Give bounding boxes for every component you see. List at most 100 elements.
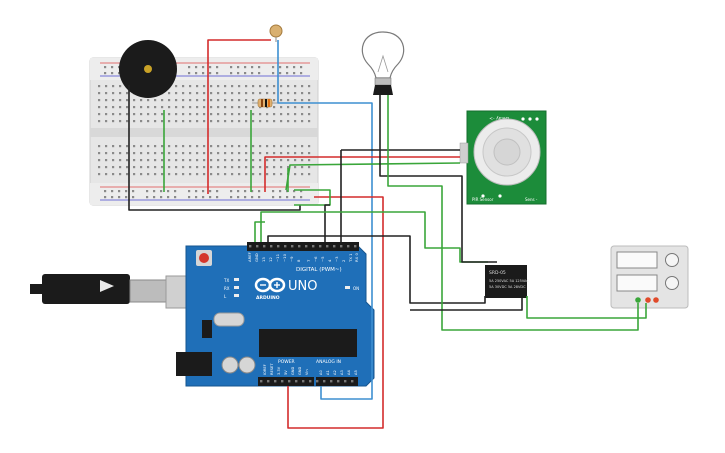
breadboard-hole xyxy=(287,113,290,116)
breadboard-hole xyxy=(259,85,262,88)
arduino-model-label: UNO xyxy=(288,279,317,294)
breadboard-rail-hole xyxy=(195,196,198,199)
breadboard-hole xyxy=(119,99,122,102)
breadboard-hole xyxy=(217,152,220,155)
breadboard-hole xyxy=(294,106,297,109)
light-bulb[interactable] xyxy=(361,31,405,95)
resistor[interactable] xyxy=(252,98,278,108)
power-analog-pin-socket[interactable] xyxy=(302,380,305,383)
power-header-label: POWER xyxy=(278,359,295,365)
digital-pin-socket[interactable] xyxy=(277,245,280,248)
wire-black-relay-ctrl[interactable] xyxy=(267,235,486,304)
photoresistor[interactable] xyxy=(269,24,283,42)
wire-green-relay-ps[interactable] xyxy=(526,296,647,319)
power-analog-pin-socket[interactable] xyxy=(330,380,333,383)
breadboard-hole xyxy=(301,85,304,88)
breadboard-hole xyxy=(182,145,185,148)
digital-pin-socket[interactable] xyxy=(326,245,329,248)
breadboard-hole xyxy=(133,173,136,176)
breadboard-hole xyxy=(252,152,255,155)
power-supply[interactable] xyxy=(610,245,689,309)
breadboard-hole xyxy=(231,106,234,109)
arduino-uno[interactable]: UNO ARDUINO DIGITAL (PWM~) POWER ANALOG … xyxy=(176,242,375,387)
breadboard-rail-hole xyxy=(195,72,198,75)
breadboard-rail-hole xyxy=(188,72,191,75)
pin-reset-label: RESET xyxy=(270,363,274,375)
breadboard-hole xyxy=(308,99,311,102)
digital-pin-socket[interactable] xyxy=(319,245,322,248)
wire-green-arduino[interactable] xyxy=(260,211,488,263)
breadboard-hole xyxy=(140,159,143,162)
piezo-buzzer[interactable] xyxy=(119,40,177,98)
power-analog-pin-socket[interactable] xyxy=(309,380,312,383)
power-analog-pin-socket[interactable] xyxy=(274,380,277,383)
breadboard-hole xyxy=(196,120,199,123)
power-analog-pin-socket[interactable] xyxy=(260,380,263,383)
breadboard-hole xyxy=(105,92,108,95)
breadboard-hole xyxy=(154,113,157,116)
power-analog-pin-socket[interactable] xyxy=(323,380,326,383)
pir-bottom-right-label: Sens - xyxy=(525,197,538,202)
breadboard-hole xyxy=(252,113,255,116)
digital-pin-socket[interactable] xyxy=(284,245,287,248)
breadboard-hole xyxy=(224,92,227,95)
breadboard-hole xyxy=(175,173,178,176)
digital-pin-socket[interactable] xyxy=(340,245,343,248)
wire-black-buzzer[interactable] xyxy=(128,85,301,211)
pin-a4-label: A4 xyxy=(347,370,351,375)
breadboard-hole xyxy=(105,166,108,169)
breadboard-hole xyxy=(168,145,171,148)
digital-pin-socket[interactable] xyxy=(270,245,273,248)
breadboard-hole xyxy=(259,92,262,95)
power-analog-pin-socket[interactable] xyxy=(267,380,270,383)
breadboard-hole xyxy=(140,152,143,155)
breadboard-hole xyxy=(168,159,171,162)
wire-black-bulb[interactable] xyxy=(379,95,497,263)
power-analog-pin-socket[interactable] xyxy=(337,380,340,383)
breadboard-hole xyxy=(203,113,206,116)
wire-blue-ldr[interactable] xyxy=(277,40,373,400)
wire-black-relay-ps[interactable] xyxy=(410,298,523,311)
digital-pin-socket[interactable] xyxy=(263,245,266,248)
power-analog-pin-socket[interactable] xyxy=(295,380,298,383)
wire-box-connector[interactable] xyxy=(294,189,331,206)
breadboard-hole xyxy=(175,92,178,95)
digital-pin-socket[interactable] xyxy=(333,245,336,248)
usb-cable[interactable] xyxy=(30,274,199,309)
power-analog-pin-socket[interactable] xyxy=(351,380,354,383)
breadboard-hole xyxy=(119,152,122,155)
digital-pin-socket[interactable] xyxy=(291,245,294,248)
pin-5-label: ~5 xyxy=(320,256,325,262)
breadboard-hole xyxy=(245,92,248,95)
wire-red-5v[interactable] xyxy=(287,196,384,429)
wire-green-pir[interactable] xyxy=(285,162,461,191)
wire-green-arduino-2[interactable] xyxy=(254,221,265,242)
digital-pin-socket[interactable] xyxy=(305,245,308,248)
power-analog-pin-socket[interactable] xyxy=(344,380,347,383)
wire-red-ldr[interactable] xyxy=(207,39,271,194)
breadboard-hole xyxy=(308,159,311,162)
breadboard-hole xyxy=(105,113,108,116)
power-analog-pin-socket[interactable] xyxy=(288,380,291,383)
breadboard-hole xyxy=(161,145,164,148)
breadboard-hole xyxy=(273,85,276,88)
power-analog-pin-socket[interactable] xyxy=(316,380,319,383)
digital-pin-socket[interactable] xyxy=(256,245,259,248)
relay-module[interactable]: SRD-05 5A 250VAC 5A 125VAC 5A 30VDC 5A 2… xyxy=(485,265,529,298)
breadboard-hole xyxy=(168,92,171,95)
breadboard-rail-hole xyxy=(118,190,121,193)
digital-pin-socket[interactable] xyxy=(347,245,350,248)
breadboard-hole xyxy=(126,113,129,116)
digital-pin-socket[interactable] xyxy=(249,245,252,248)
power-analog-pin-socket[interactable] xyxy=(281,380,284,383)
digital-pin-socket[interactable] xyxy=(354,245,357,248)
breadboard-hole xyxy=(182,166,185,169)
pir-sensor[interactable]: Delay -> PIR Sensor Sens - xyxy=(459,110,547,205)
wire-red-pir[interactable] xyxy=(264,156,460,192)
digital-pin-socket[interactable] xyxy=(312,245,315,248)
wire-black-gnd[interactable] xyxy=(324,204,330,242)
breadboard-hole xyxy=(105,99,108,102)
wire-green-bulb[interactable] xyxy=(387,95,639,331)
breadboard-rail-hole xyxy=(104,72,107,75)
digital-pin-socket[interactable] xyxy=(298,245,301,248)
